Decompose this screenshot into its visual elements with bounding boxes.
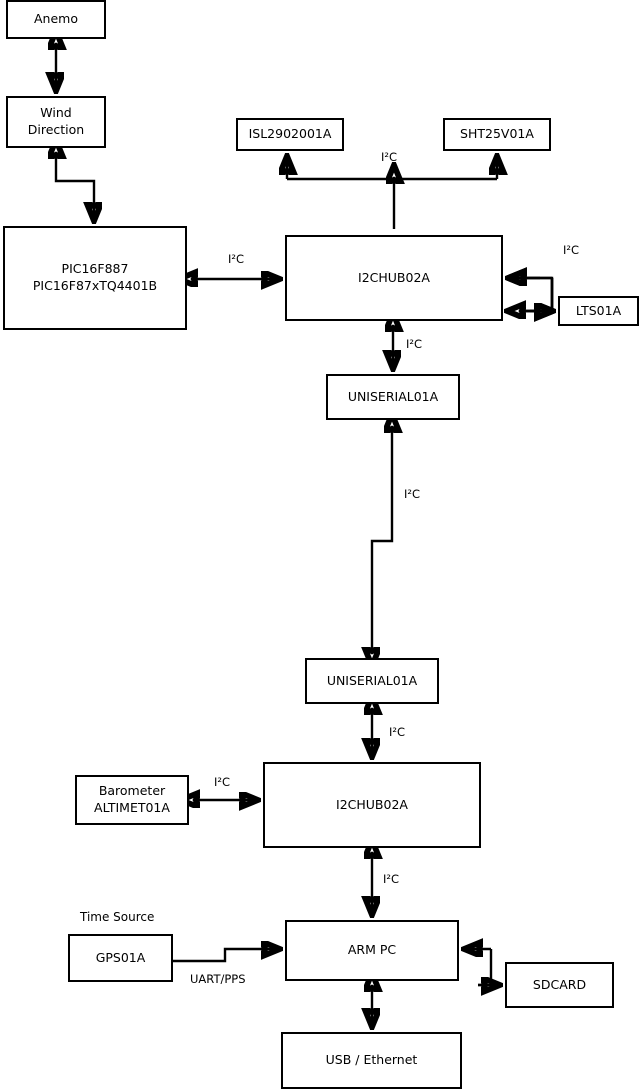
node-wind-direction[interactable]: Wind Direction <box>6 96 106 148</box>
edge-label-i2c-hub-lts: I²C <box>563 243 580 257</box>
node-anemo[interactable]: Anemo <box>6 0 106 39</box>
edge-label-i2c-hub-uniserial: I²C <box>406 337 423 351</box>
edge-label-i2c-uniserial-hub2: I²C <box>389 725 406 739</box>
edge-label-i2c-sensor-bus: I²C <box>381 150 398 164</box>
node-usb-ethernet[interactable]: USB / Ethernet <box>281 1032 462 1089</box>
node-i2chub02a-top[interactable]: I2CHUB02A <box>285 235 503 321</box>
node-i2chub02a-bottom[interactable]: I2CHUB02A <box>263 762 481 848</box>
label-time-source: Time Source <box>80 910 155 924</box>
edge-gps-armpc <box>173 949 279 961</box>
edge-hubtop-lts-main <box>509 276 554 311</box>
edge-label-i2c-hub2-armpc: I²C <box>383 872 400 886</box>
node-uniserial01a-bottom[interactable]: UNISERIAL01A <box>305 658 439 704</box>
edge-uniserial-long <box>372 428 392 652</box>
node-sht25v01a[interactable]: SHT25V01A <box>443 118 551 151</box>
node-sdcard[interactable]: SDCARD <box>505 962 614 1008</box>
edge-label-uart-pps: UART/PPS <box>190 972 246 986</box>
node-arm-pc[interactable]: ARM PC <box>285 920 459 981</box>
edge-lts-seg <box>521 278 554 313</box>
node-gps01a[interactable]: GPS01A <box>68 934 173 982</box>
node-barometer-altimet01a[interactable]: Barometer ALTIMET01A <box>75 775 189 825</box>
node-uniserial01a-top[interactable]: UNISERIAL01A <box>326 374 460 420</box>
edge-label-i2c-pic-hub: I²C <box>228 252 245 266</box>
node-lts01a[interactable]: LTS01A <box>558 296 639 326</box>
node-pic16f887[interactable]: PIC16F887 PIC16F87xTQ4401B <box>3 226 187 330</box>
edge-label-i2c-barometer-hub2: I²C <box>214 775 231 789</box>
edge-pic-winddir <box>56 154 94 220</box>
node-isl2902001a[interactable]: ISL2902001A <box>236 118 344 151</box>
edge-label-i2c-uniserial-link: I²C <box>404 487 421 501</box>
